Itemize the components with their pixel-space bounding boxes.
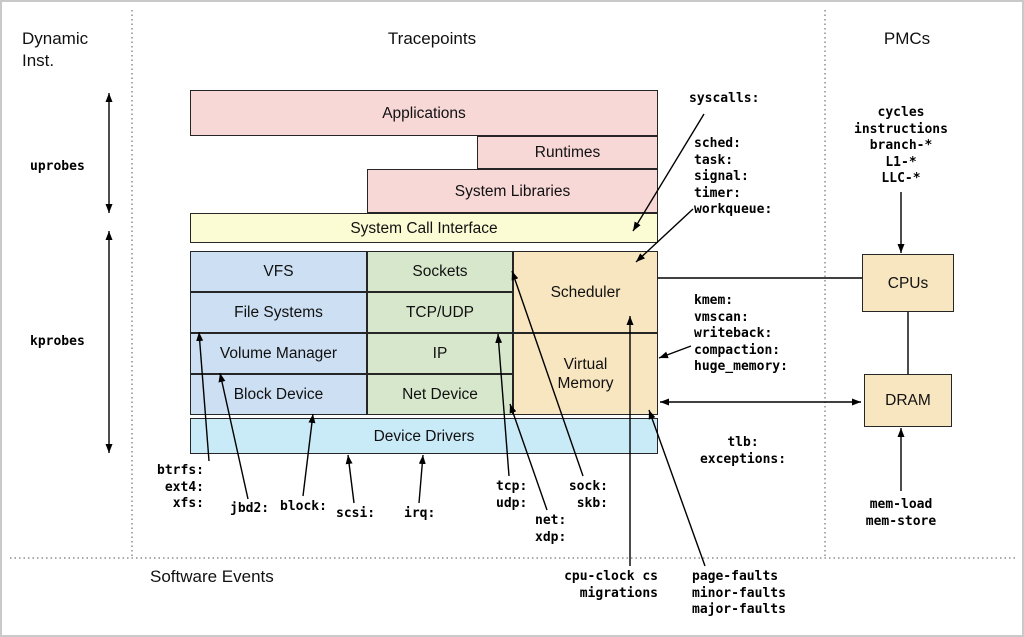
label-tcp-udp-group: tcp: udp: (496, 479, 528, 511)
box-system-call-interface: System Call Interface (190, 213, 658, 243)
label-kprobes: kprobes (30, 334, 85, 349)
label-block: block: (280, 499, 327, 514)
title-pmcs: PMCs (883, 29, 931, 48)
box-applications: Applications (190, 90, 658, 136)
arrow-irq (418, 454, 426, 504)
arrow-scsi (345, 454, 355, 504)
box-vfs: VFS (190, 251, 367, 292)
box-sockets: Sockets (367, 251, 513, 292)
box-block-device: Block Device (190, 374, 367, 415)
box-system-libraries: System Libraries (367, 169, 658, 213)
label-pmc-counters: cycles instructions branch-* L1-* LLC-* (854, 105, 948, 186)
box-cpus: CPUs (862, 254, 954, 312)
label-mem-group: kmem: vmscan: writeback: compaction: hug… (694, 293, 788, 374)
title-tracepoints: Tracepoints (387, 29, 477, 48)
label-fs-group: btrfs: ext4: xfs: (157, 463, 204, 511)
label-uprobes: uprobes (30, 159, 85, 174)
title-dynamic-inst: Dynamic Inst. (22, 29, 89, 70)
box-virtual-memory: Virtual Memory (513, 333, 658, 415)
label-syscalls: syscalls: (689, 91, 760, 106)
arrow-mem-group (658, 345, 692, 359)
box-dram: DRAM (864, 374, 952, 427)
box-runtimes: Runtimes (477, 136, 658, 169)
label-sched-group: sched: task: signal: timer: workqueue: (694, 136, 773, 217)
title-software-events: Software Events (150, 567, 274, 586)
box-net-device: Net Device (367, 374, 513, 415)
label-fault-events: page-faults minor-faults major-faults (692, 569, 786, 617)
box-device-drivers: Device Drivers (190, 418, 658, 454)
label-jbd2: jbd2: (230, 501, 270, 516)
label-cpu-events: cpu-clock cs migrations (564, 569, 658, 601)
label-sock-group: sock: skb: (568, 479, 608, 511)
label-scsi: scsi: (336, 506, 376, 521)
box-ip: IP (367, 333, 513, 374)
box-volume-manager: Volume Manager (190, 333, 367, 374)
box-scheduler: Scheduler (513, 251, 658, 333)
box-tcp-udp: TCP/UDP (367, 292, 513, 333)
box-file-systems: File Systems (190, 292, 367, 333)
label-tlb-group: tlb: exceptions: (699, 435, 787, 467)
label-irq: irq: (404, 506, 436, 521)
label-net-group: net: xdp: (535, 513, 567, 545)
label-mem-events: mem-load mem-store (865, 497, 937, 529)
